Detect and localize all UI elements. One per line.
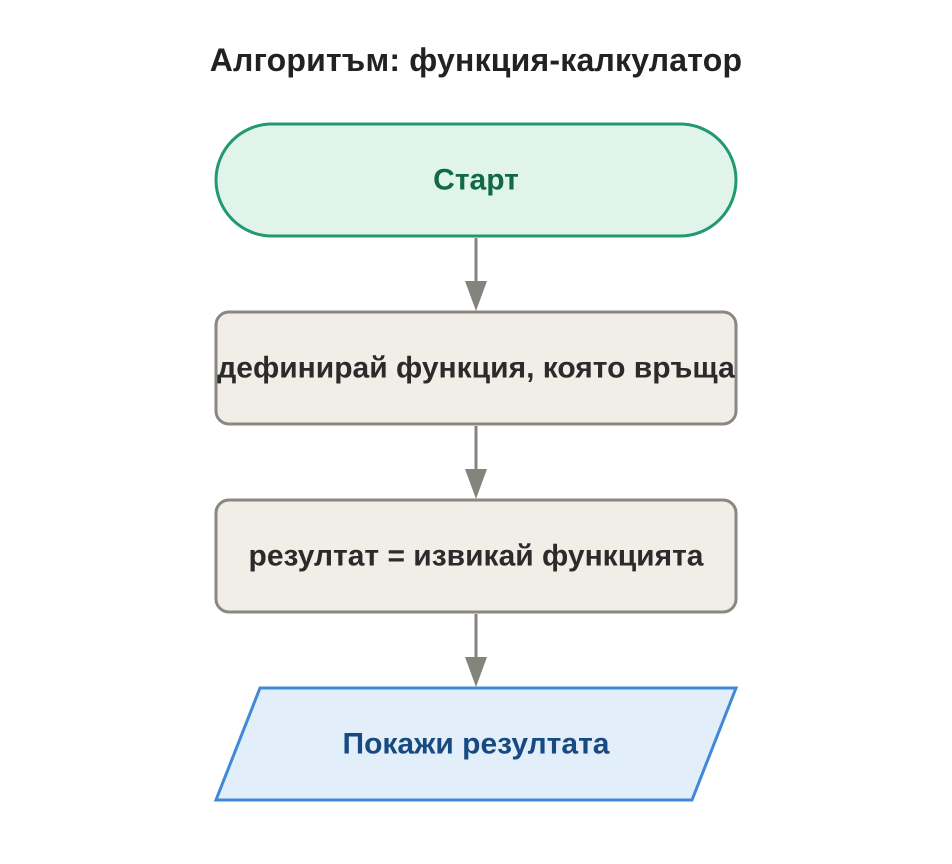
show-result-node: Покажи резултата <box>213 686 739 802</box>
connector-call-to-show <box>465 614 487 687</box>
show-result-label: Покажи резултата <box>343 728 610 761</box>
define-function-label: дефинирай функция, която връща <box>217 352 735 385</box>
start-label: Старт <box>433 164 519 197</box>
define-function-node: дефинирай функция, която връща <box>214 310 738 426</box>
connector-start-to-define <box>465 238 487 311</box>
diagram-title: Алгоритъм: функция-калкулатор <box>209 42 743 78</box>
start-node: Старт <box>214 122 738 238</box>
call-function-label: резултат = извикай функцията <box>249 540 704 573</box>
connector-define-to-call <box>465 426 487 499</box>
call-function-node: резултат = извикай функцията <box>214 498 738 614</box>
